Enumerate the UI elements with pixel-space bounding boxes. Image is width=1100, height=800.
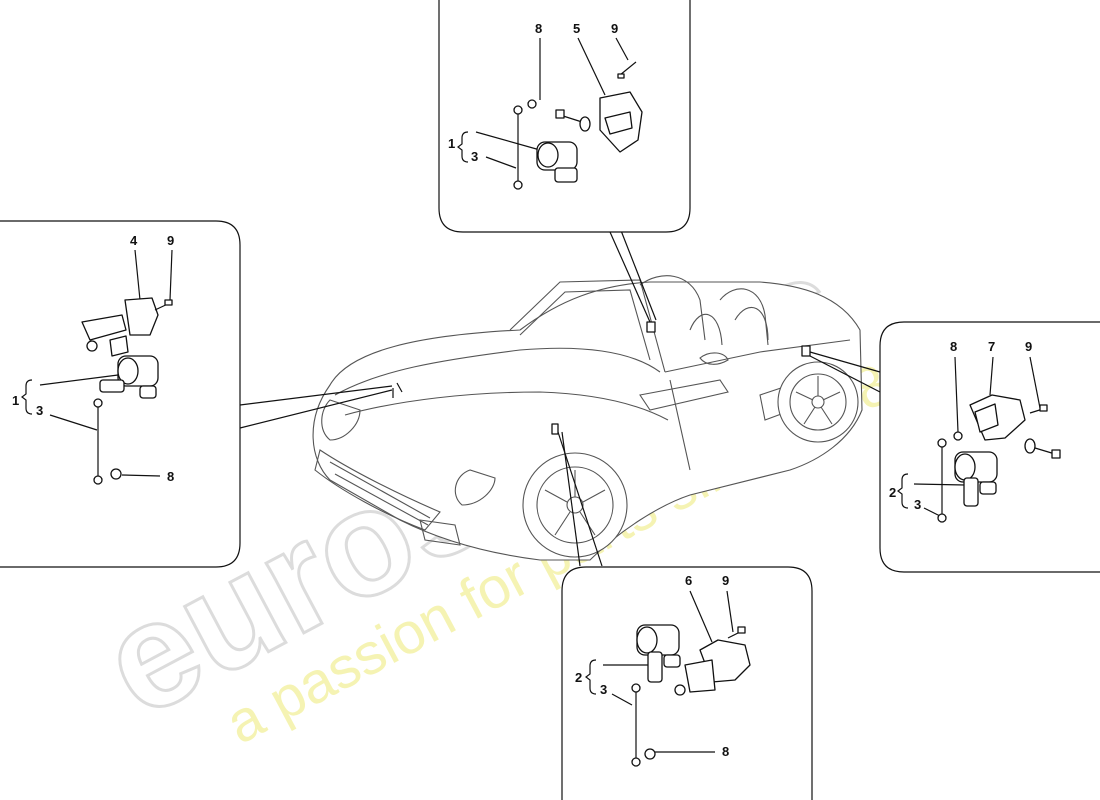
callout-4: 4 [130,233,138,248]
callout-9: 9 [722,573,729,588]
callout-3: 3 [600,682,607,697]
callout-8: 8 [535,21,542,36]
callout-3: 3 [36,403,43,418]
panel-bottom: 6 9 2 3 8 [561,566,813,800]
callout-8: 8 [722,744,729,759]
callout-2: 2 [889,485,896,500]
callout-9: 9 [611,21,618,36]
callout-8: 8 [950,339,957,354]
leader-lines [239,227,881,567]
car-illustration [312,275,863,561]
panel-left: 4 9 1 3 8 [0,220,241,568]
callout-6: 6 [685,573,692,588]
panel-top: 8 5 9 1 3 [438,0,691,233]
callout-5: 5 [573,21,580,36]
callout-8: 8 [167,469,174,484]
callout-7: 7 [988,339,995,354]
callout-1: 1 [12,393,19,408]
panel-right: 8 7 9 2 3 [879,321,1100,573]
callout-9: 9 [1025,339,1032,354]
callout-3: 3 [471,149,478,164]
callout-2: 2 [575,670,582,685]
callout-1: 1 [448,136,455,151]
callout-3: 3 [914,497,921,512]
callout-9: 9 [167,233,174,248]
